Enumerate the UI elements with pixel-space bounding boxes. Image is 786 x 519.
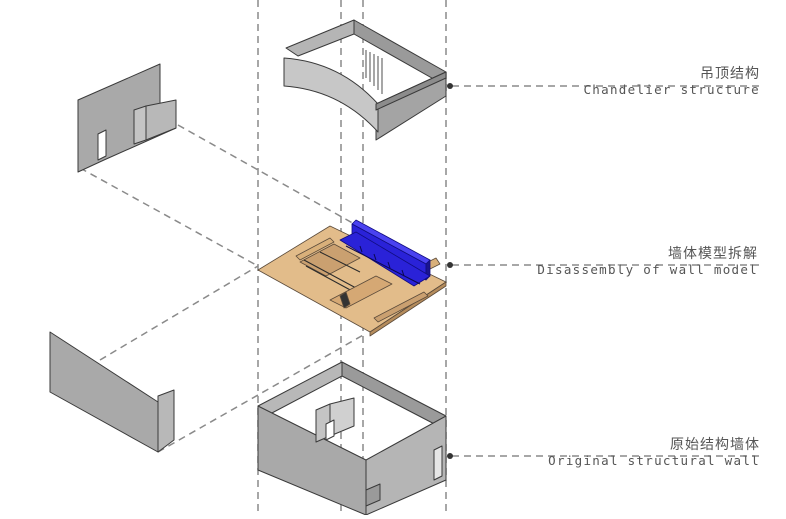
- wall-pillar-face: [133, 105, 147, 145]
- wall-fragment-lower-left: [49, 331, 175, 453]
- wall-pillar-side: [145, 99, 177, 141]
- wall-fragment-upper-left: [77, 63, 177, 173]
- guide-diagonal-upper-2: [177, 124, 366, 231]
- label-chandelier-zh: 吊顶结构: [700, 66, 760, 82]
- bench-slats: [303, 251, 361, 293]
- ceiling-curved-panel: [283, 57, 379, 133]
- chandelier-structure-model: [283, 19, 447, 141]
- wall-return-lower: [157, 389, 175, 453]
- box-low-step: [365, 483, 381, 507]
- ceiling-back-wall-left: [285, 19, 355, 57]
- wall-door-opening: [97, 129, 107, 161]
- blue-furniture-block: [339, 219, 431, 287]
- leader-dots: [447, 83, 453, 459]
- label-original-structural-wall: 原始结构墙体 Original structural wall: [548, 437, 760, 468]
- low-partition: [373, 291, 429, 323]
- leader-dot-original: [447, 453, 453, 459]
- guide-diagonal-lower-2: [157, 333, 366, 453]
- diagonal-guide-lines: [79, 124, 366, 453]
- label-original-zh: 原始结构墙体: [670, 437, 760, 453]
- label-walls-zh: 墙体模型拆解: [668, 246, 758, 262]
- leader-dot-chandelier: [447, 83, 453, 89]
- guide-diagonal-upper-1: [79, 167, 259, 267]
- label-chandelier-structure: 吊顶结构 Chandelier structure: [583, 66, 760, 97]
- label-chandelier-en: Chandelier structure: [583, 82, 760, 97]
- label-walls-en: Disassembly of wall model: [537, 262, 758, 277]
- label-leader-lines: [452, 85, 760, 457]
- furniture-dark-lines: [339, 291, 351, 309]
- box-door-opening: [325, 419, 335, 441]
- ceiling-front-edge: [375, 71, 447, 111]
- wall-panel-lower-left: [49, 331, 159, 453]
- blue-seating-row: [339, 231, 431, 287]
- leader-dot-walls: [447, 262, 453, 268]
- wall-model-floor-plan: [257, 225, 447, 337]
- box-right-opening: [433, 445, 443, 481]
- chandelier-rods: [365, 50, 383, 94]
- blue-seat-details: [345, 245, 421, 285]
- label-original-en: Original structural wall: [548, 453, 760, 468]
- guide-diagonal-lower-1: [99, 265, 259, 361]
- bench-seat: [299, 243, 361, 277]
- interior-wall-1: [295, 237, 335, 261]
- box-back-wall-right: [341, 361, 447, 431]
- label-wall-disassembly: 墙体模型拆解 Disassembly of wall model: [537, 246, 758, 277]
- original-structural-walls-model: [257, 361, 447, 516]
- ceiling-back-wall-right: [353, 19, 447, 87]
